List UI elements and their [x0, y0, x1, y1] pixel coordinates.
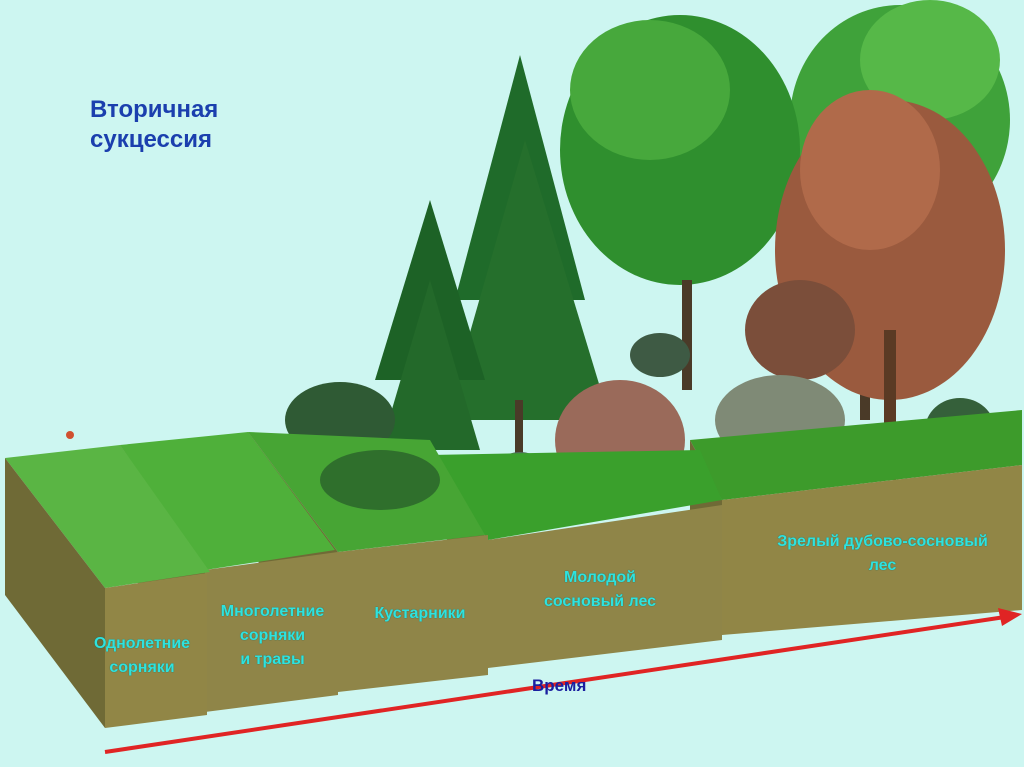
- stage-label-line: Многолетние: [220, 603, 325, 620]
- stage-label-line: Зрелый дубово-сосновый: [777, 533, 988, 550]
- stage-label-annual-weeds: Однолетние сорняки: [72, 632, 212, 680]
- block-mature-forest: [690, 410, 1022, 635]
- diagram-title: Вторичная сукцессия: [90, 95, 218, 155]
- stage-label-line: и травы: [240, 651, 305, 668]
- stage-label-shrubs: Кустарники: [350, 602, 490, 626]
- stage-label-line: Однолетние: [93, 635, 191, 652]
- stage-label-young-pine-forest: Молодой сосновый лес: [520, 566, 680, 614]
- stage-label-line: сорняки: [109, 659, 175, 676]
- stage-label-mature-forest: Зрелый дубово-сосновый лес: [740, 530, 1024, 578]
- stage-label-line: лес: [868, 557, 897, 574]
- oak-tree: [745, 90, 1005, 480]
- title-line-1: Вторичная: [90, 96, 219, 123]
- time-axis-label: Время: [532, 676, 587, 695]
- stage-label-line: Молодой: [564, 569, 636, 586]
- stage-label-line: Кустарники: [374, 605, 466, 622]
- stage-label-line: сосновый лес: [543, 593, 657, 610]
- time-arrow: [104, 608, 1022, 754]
- pine-trees: [375, 55, 610, 480]
- title-line-2: сукцессия: [90, 126, 212, 153]
- stage-label-line: сорняки: [239, 627, 306, 644]
- stage-label-perennial-weeds: Многолетние сорняки и травы: [200, 600, 345, 672]
- block-annual-weeds: [5, 431, 210, 728]
